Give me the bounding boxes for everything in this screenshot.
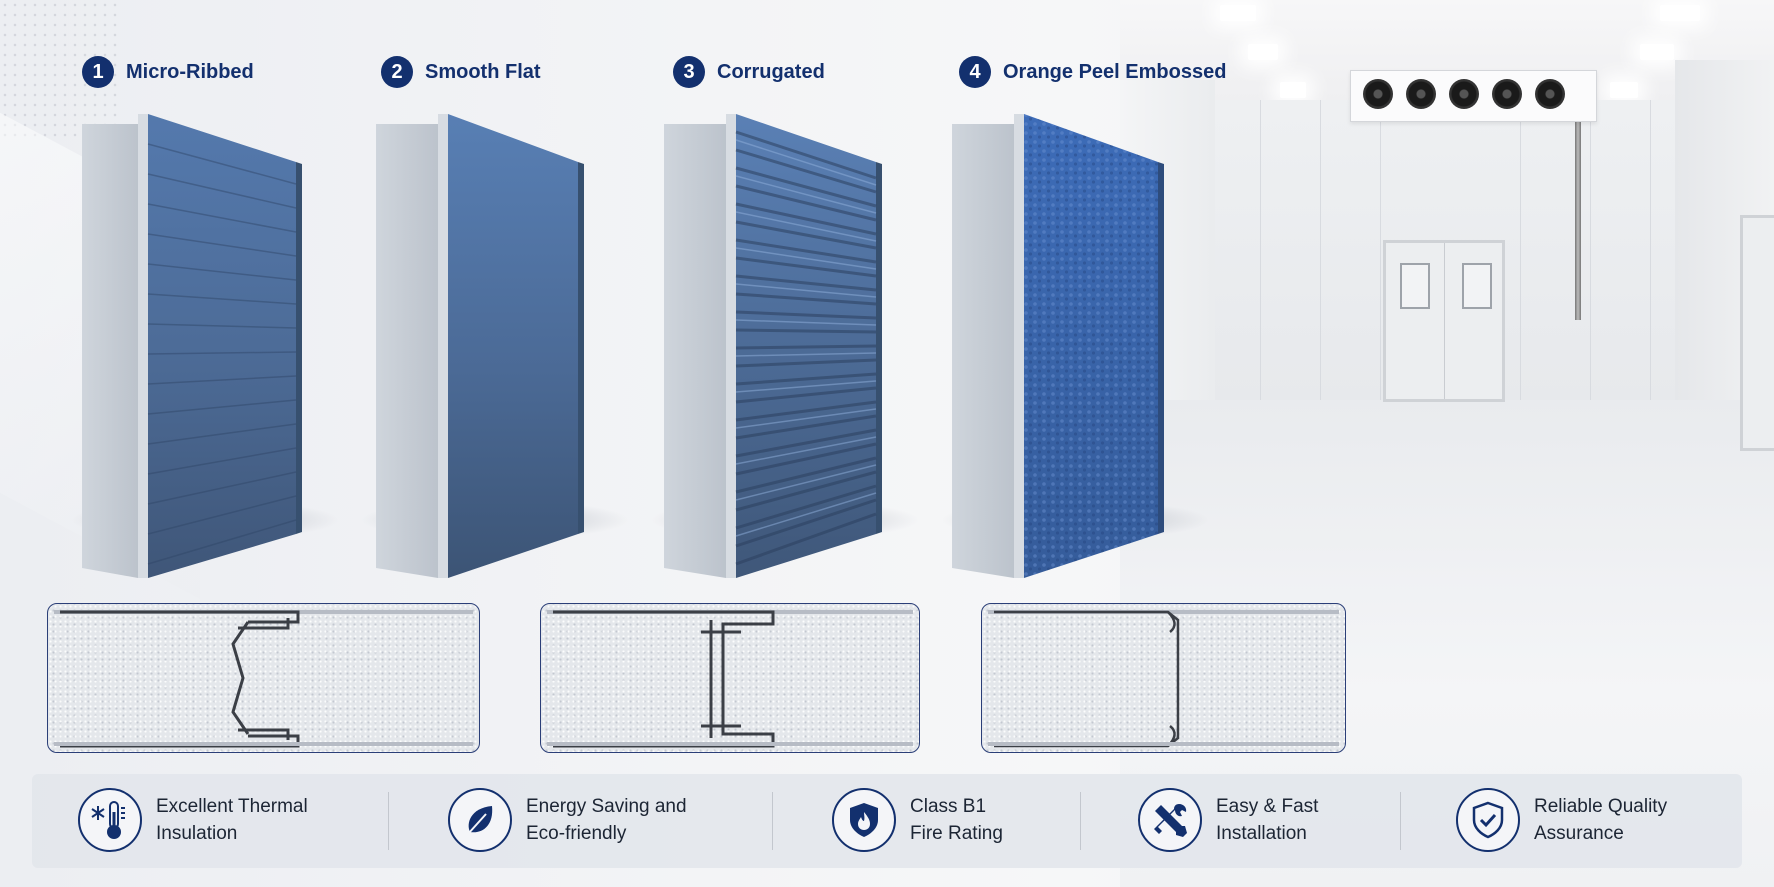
side-door xyxy=(1740,215,1774,451)
number-badge: 3 xyxy=(673,56,705,88)
feature-line1: Excellent Thermal xyxy=(156,796,308,817)
feature-line2: Insulation xyxy=(156,823,238,844)
cross-section-1 xyxy=(47,603,480,753)
panel-heading-4: 4 Orange Peel Embossed xyxy=(959,56,1226,88)
feature-line2: Assurance xyxy=(1534,823,1624,844)
drain-pipe xyxy=(1575,120,1581,320)
leaf-icon xyxy=(448,788,512,852)
feature-quality-assurance: Reliable Quality Assurance xyxy=(1456,788,1667,852)
thermometer-snowflake-icon xyxy=(78,788,142,852)
number-badge: 1 xyxy=(82,56,114,88)
evaporator-unit xyxy=(1350,70,1597,122)
feature-line2: Fire Rating xyxy=(910,823,1003,844)
panel-micro-ribbed xyxy=(82,112,302,580)
feature-easy-installation: Easy & Fast Installation xyxy=(1138,788,1318,852)
feature-fire-rating: Class B1 Fire Rating xyxy=(832,788,1003,852)
panel-title: Corrugated xyxy=(717,60,825,83)
panel-title: Micro-Ribbed xyxy=(126,60,254,83)
feature-line1: Reliable Quality xyxy=(1534,796,1668,817)
panel-orange-peel-embossed xyxy=(952,112,1172,580)
fire-shield-icon xyxy=(832,788,896,852)
cross-section-4 xyxy=(981,603,1346,753)
feature-line1: Energy Saving and xyxy=(526,796,687,817)
panel-smooth-flat xyxy=(376,112,596,580)
feature-energy-saving: Energy Saving and Eco-friendly xyxy=(448,788,687,852)
feature-line2: Eco-friendly xyxy=(526,823,627,844)
number-badge: 2 xyxy=(381,56,413,88)
feature-line1: Easy & Fast xyxy=(1216,796,1319,817)
features-bar: Excellent Thermal Insulation Energy Savi… xyxy=(32,774,1742,868)
double-door xyxy=(1383,240,1505,402)
shield-check-icon xyxy=(1456,788,1520,852)
feature-line2: Installation xyxy=(1216,823,1307,844)
feature-line1: Class B1 xyxy=(910,796,987,817)
panel-title: Smooth Flat xyxy=(425,60,541,83)
panel-corrugated xyxy=(664,112,884,580)
feature-thermal-insulation: Excellent Thermal Insulation xyxy=(78,788,308,852)
panel-heading-2: 2 Smooth Flat xyxy=(381,56,541,88)
panel-heading-3: 3 Corrugated xyxy=(673,56,825,88)
cold-room-photo xyxy=(1120,0,1774,887)
number-badge: 4 xyxy=(959,56,991,88)
tools-icon xyxy=(1138,788,1202,852)
panel-title: Orange Peel Embossed xyxy=(1003,60,1227,83)
ceiling xyxy=(1120,0,1774,100)
panel-heading-1: 1 Micro-Ribbed xyxy=(82,56,254,88)
cross-section-2 xyxy=(540,603,920,753)
